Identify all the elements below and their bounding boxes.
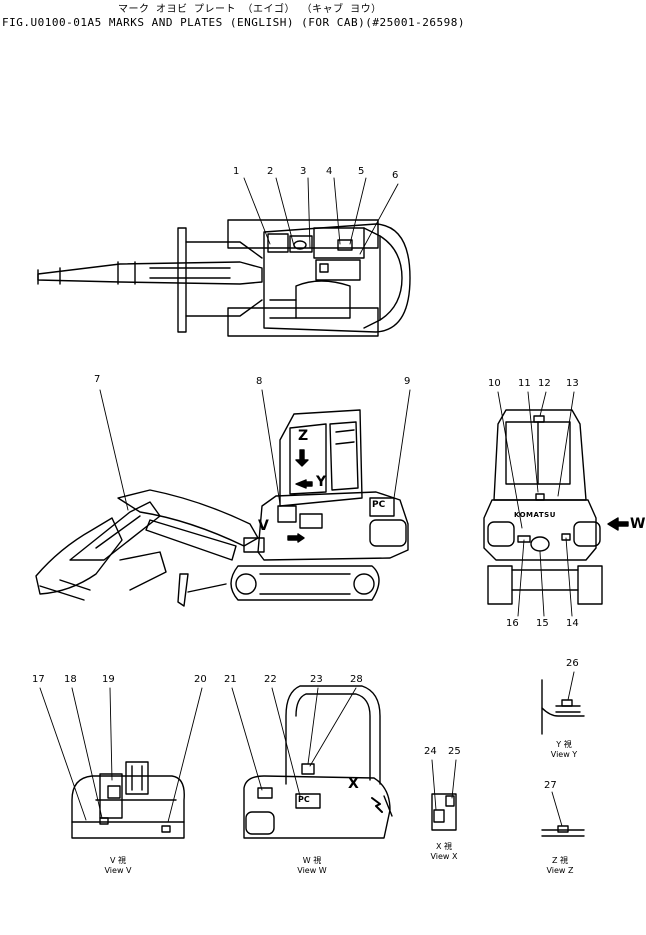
view-letter-y: Y <box>316 474 327 490</box>
caption-view-y-jp: Y 視 <box>556 740 572 749</box>
caption-view-x-jp: X 視 <box>435 842 453 851</box>
callout-26: 26 <box>566 658 579 669</box>
callout-5: 5 <box>358 166 365 177</box>
caption-view-w-jp: W 視 <box>302 856 322 865</box>
callout-16: 16 <box>506 618 519 629</box>
caption-view-x-en: View X <box>430 852 458 861</box>
caption-view-y-en: View Y <box>550 750 578 759</box>
rear-view <box>483 409 629 605</box>
view-letter-w: W <box>630 516 646 532</box>
callout-20: 20 <box>194 674 207 685</box>
callout-22: 22 <box>264 674 277 685</box>
callout-1: 1 <box>233 166 240 177</box>
callout-14: 14 <box>566 618 579 629</box>
view-v-drawing <box>71 761 185 839</box>
view-z-drawing <box>541 825 585 837</box>
view-x-drawing <box>431 793 457 831</box>
callout-23: 23 <box>310 674 323 685</box>
callout-21: 21 <box>224 674 237 685</box>
pc-mark-side: PC <box>372 500 386 510</box>
callout-12: 12 <box>538 378 551 389</box>
callout-28: 28 <box>350 674 363 685</box>
callout-25: 25 <box>448 746 461 757</box>
caption-view-z: Z 視 View Z <box>540 856 580 876</box>
view-w-drawing <box>243 685 393 839</box>
callout-2: 2 <box>267 166 274 177</box>
callout-24: 24 <box>424 746 437 757</box>
callout-10: 10 <box>488 378 501 389</box>
callout-8: 8 <box>256 376 263 387</box>
view-letter-z: Z <box>298 428 309 444</box>
callout-17: 17 <box>32 674 45 685</box>
caption-view-z-en: View Z <box>546 866 574 875</box>
caption-view-z-jp: Z 視 <box>551 856 569 865</box>
caption-view-y: Y 視 View Y <box>544 740 584 760</box>
japanese-title: マーク オヨビ プレート （エイゴ） （キャブ ヨウ） <box>118 4 382 15</box>
view-letter-x: X <box>348 776 359 792</box>
caption-view-v-en: View V <box>104 866 132 875</box>
view-y-drawing <box>541 679 585 735</box>
callout-7: 7 <box>94 374 101 385</box>
caption-view-w-en: View W <box>297 866 327 875</box>
callout-6: 6 <box>392 170 399 181</box>
caption-view-w: W 視 View W <box>292 856 332 876</box>
caption-view-v-jp: V 視 <box>109 856 126 865</box>
caption-view-v: V 視 View V <box>98 856 138 876</box>
callout-27: 27 <box>544 780 557 791</box>
callout-19: 19 <box>102 674 115 685</box>
pc-mark-view-w: PC <box>298 795 310 804</box>
leader-lines <box>39 177 575 827</box>
callout-3: 3 <box>300 166 307 177</box>
view-letter-v: V <box>258 518 269 534</box>
caption-view-x: X 視 View X <box>424 842 464 862</box>
callout-13: 13 <box>566 378 579 389</box>
figure-title: FIG.U0100-01A5 MARKS AND PLATES (ENGLISH… <box>2 16 465 29</box>
brand-mark-rear: KOMATSU <box>514 511 556 519</box>
callout-18: 18 <box>64 674 77 685</box>
top-view <box>37 219 411 337</box>
callout-4: 4 <box>326 166 333 177</box>
callout-9: 9 <box>404 376 411 387</box>
callout-15: 15 <box>536 618 549 629</box>
side-view <box>35 409 409 607</box>
callout-11: 11 <box>518 378 531 389</box>
